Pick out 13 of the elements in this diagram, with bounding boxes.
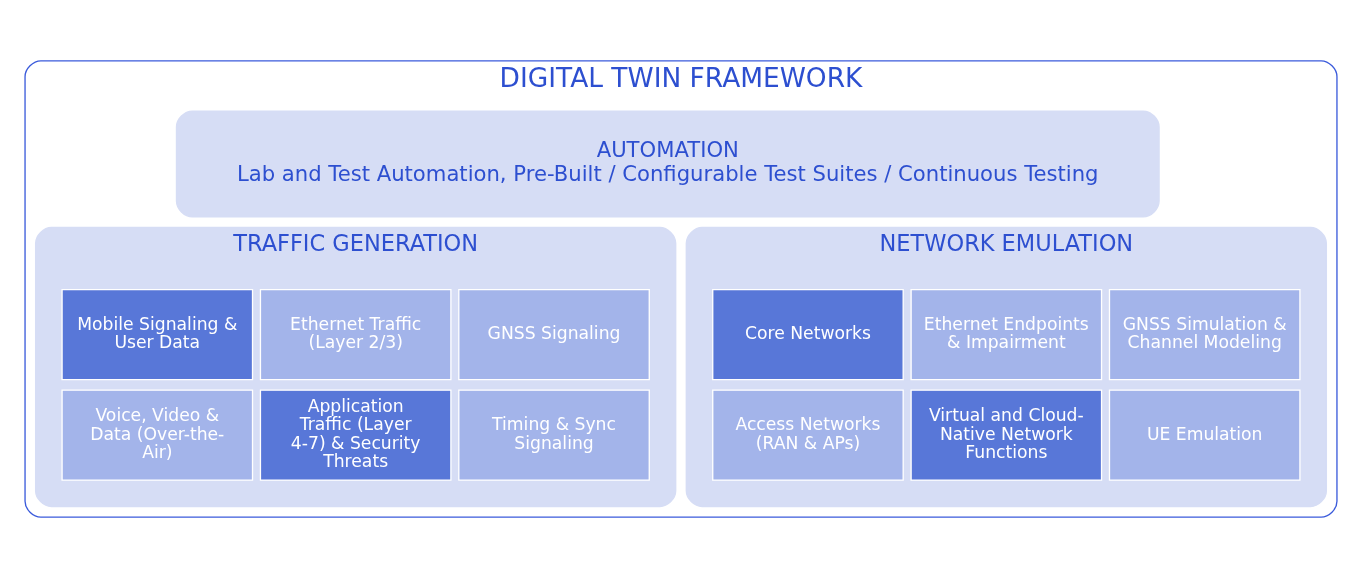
node-box: GNSS Simulation & Channel Modeling bbox=[1108, 289, 1301, 381]
node-box: AUTOMATION Lab and Test Automation, Pre-Built / Configurable Test Suites / Continuous Testing bbox=[175, 110, 1160, 218]
node-box: Access Networks (RAN & APs) bbox=[712, 389, 904, 481]
node-box: Virtual and Cloud-Native Network Functions bbox=[910, 389, 1103, 481]
node-box: Mobile Signaling & User Data bbox=[61, 289, 254, 381]
node-box: GNSS Signaling bbox=[458, 289, 650, 381]
node-box: UE Emulation bbox=[1108, 389, 1301, 481]
node-box: Timing & Sync Signaling bbox=[458, 389, 650, 481]
node-box: Ethernet Traffic (Layer 2/3) bbox=[259, 289, 452, 381]
node-box: Core Networks bbox=[712, 289, 904, 381]
node-box: Voice, Video & Data (Over-the-Air) bbox=[61, 389, 254, 481]
node-box: Ethernet Endpoints & Impairment bbox=[910, 289, 1103, 381]
node-box: Application Traffic (Layer 4-7) & Security Threats bbox=[259, 389, 452, 481]
